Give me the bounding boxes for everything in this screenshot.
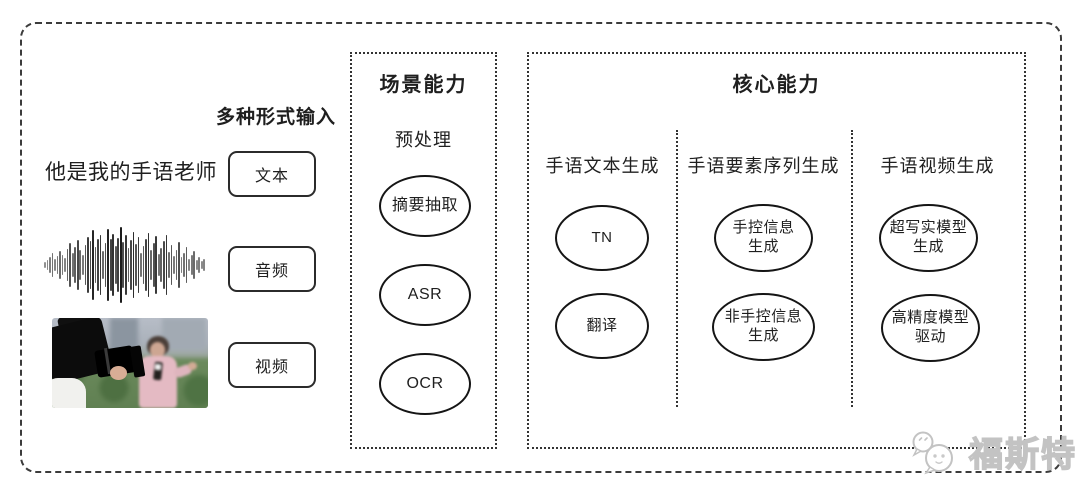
- column-header-sl-text-generation: 手语文本生成: [545, 156, 660, 176]
- node-high-precision-model-driving: 高精度模型 驱动: [881, 294, 980, 362]
- column-header-sl-element-sequence-generation: 手语要素序列生成: [687, 156, 840, 176]
- node-ocr: OCR: [379, 353, 471, 415]
- input-node-text: 文本: [228, 151, 316, 197]
- watermark: 福斯特: [908, 427, 1077, 476]
- node-hyperrealistic-model-generation: 超写实模型 生成: [879, 204, 978, 272]
- input-group-title: 多种形式输入: [216, 107, 337, 128]
- photo-building: [162, 318, 206, 350]
- node-summary-extraction: 摘要抽取: [379, 175, 471, 237]
- sample-text-sentence: 他是我的手语老师: [45, 161, 217, 184]
- input-node-video: 视频: [228, 342, 316, 388]
- audio-waveform-icon: [44, 227, 206, 303]
- node-tn: TN: [555, 205, 649, 271]
- input-node-text-label: 文本: [254, 168, 289, 185]
- photo-video-camera: [52, 318, 154, 408]
- node-non-manual-info-generation: 非手控信息 生成: [712, 293, 815, 361]
- column-header-sl-video-generation: 手语视频生成: [880, 156, 995, 176]
- node-asr: ASR: [379, 264, 471, 326]
- preprocess-label: 预处理: [395, 130, 452, 150]
- photo-reporter: [138, 336, 198, 408]
- watermark-name: 福斯特: [968, 435, 1077, 474]
- column-divider: [851, 130, 853, 407]
- core-panel-title: 核心能力: [732, 74, 821, 96]
- core-capability-panel: 核心能力 手语文本生成 手语要素序列生成 手语视频生成 TN 翻译 手控信息 生…: [527, 52, 1026, 449]
- column-divider: [676, 130, 678, 407]
- input-node-audio: 音频: [228, 246, 316, 292]
- scene-panel-title: 场景能力: [379, 74, 468, 96]
- node-translation: 翻译: [555, 293, 649, 359]
- news-interview-photo: [52, 318, 208, 408]
- outer-dashed-border: [20, 22, 1062, 473]
- wechat-icon: [912, 431, 953, 474]
- input-node-video-label: 视频: [254, 359, 289, 376]
- node-manual-info-generation: 手控信息 生成: [714, 204, 813, 272]
- scene-capability-panel: 场景能力 预处理 摘要抽取 ASR OCR: [350, 52, 497, 449]
- input-node-audio-label: 音频: [254, 263, 289, 280]
